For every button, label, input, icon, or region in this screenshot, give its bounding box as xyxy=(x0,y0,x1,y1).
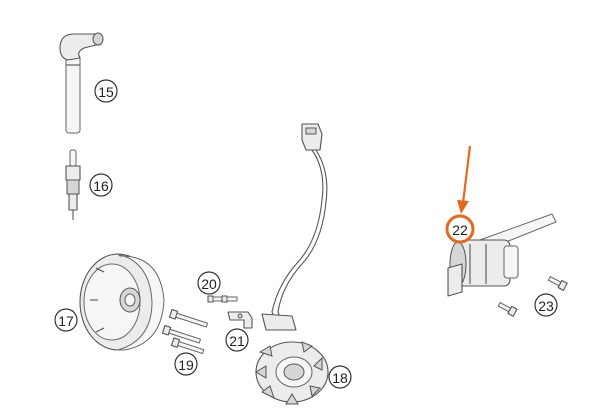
starter-screws-part[interactable] xyxy=(497,275,568,317)
svg-text:22: 22 xyxy=(452,222,468,238)
callout-19[interactable]: 19 xyxy=(174,352,198,376)
callout-21[interactable]: 21 xyxy=(225,328,249,352)
callout-22[interactable]: 22 xyxy=(445,214,475,244)
svg-text:21: 21 xyxy=(229,333,245,349)
ignition-coil-part[interactable] xyxy=(59,32,104,134)
svg-text:17: 17 xyxy=(58,313,74,329)
svg-text:15: 15 xyxy=(98,84,114,100)
svg-text:20: 20 xyxy=(201,276,217,292)
highlight-arrow xyxy=(457,145,472,214)
callout-15[interactable]: 15 xyxy=(94,79,118,103)
svg-text:16: 16 xyxy=(93,178,109,194)
svg-text:18: 18 xyxy=(332,370,348,386)
callout-23[interactable]: 23 xyxy=(534,293,558,317)
callout-18[interactable]: 18 xyxy=(328,365,352,389)
screws-part[interactable] xyxy=(207,295,238,303)
flywheel-part[interactable] xyxy=(79,253,165,351)
callout-17[interactable]: 17 xyxy=(54,308,78,332)
spark-plug-part[interactable] xyxy=(65,149,81,220)
bracket-part[interactable] xyxy=(227,311,253,329)
stator-part[interactable] xyxy=(255,123,329,405)
svg-text:19: 19 xyxy=(178,357,194,373)
callout-20[interactable]: 20 xyxy=(197,271,221,295)
svg-text:23: 23 xyxy=(538,298,554,314)
bolts-part[interactable] xyxy=(161,309,209,356)
callout-16[interactable]: 16 xyxy=(89,173,113,197)
starter-motor-part[interactable] xyxy=(447,213,557,297)
